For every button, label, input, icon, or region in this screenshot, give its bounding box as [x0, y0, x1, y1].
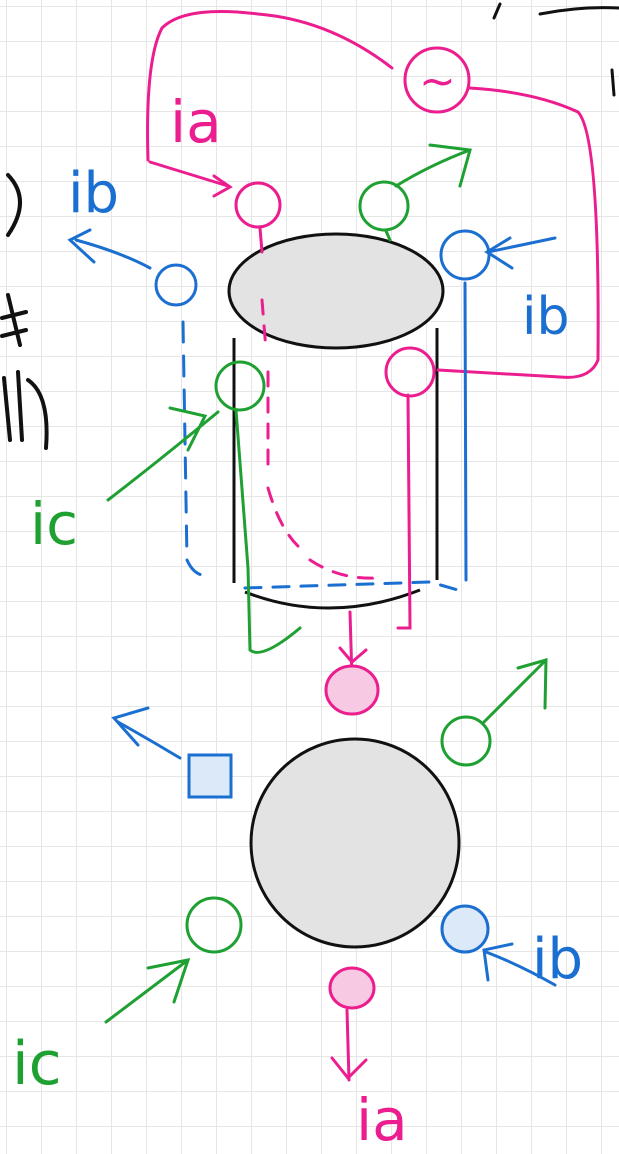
phase-a-bottom-dot	[324, 664, 380, 716]
phase-c-out-arrow	[394, 148, 472, 188]
rotor-circle	[249, 737, 461, 949]
phase-c-in-terminal	[185, 896, 243, 954]
phase-c-top-terminal	[358, 180, 410, 232]
label-ic-left-bottom: ic	[12, 1029, 62, 1099]
cylinder-top-face	[227, 232, 445, 350]
bottom-phase-a	[328, 966, 376, 1082]
phase-b-circle-arrow	[484, 950, 557, 987]
bottom-phase-b	[111, 706, 557, 987]
phase-a-input-wire	[148, 160, 230, 188]
phase-b-left-arrow	[74, 238, 152, 270]
phase-c-out-arrow-bottom	[482, 658, 548, 724]
label-ic-left-mid: ic	[30, 490, 78, 558]
label-ib-right-bottom: ib	[532, 927, 583, 992]
phase-c-winding	[106, 143, 472, 654]
cylinder-bottom-arc	[244, 588, 421, 610]
cropped-marks-left	[0, 173, 49, 450]
label-ia-bottom: ia	[356, 1086, 408, 1154]
phase-c-in-arrow	[106, 410, 220, 502]
phase-a-hidden-path	[260, 298, 380, 580]
phase-b-square-arrow	[116, 720, 182, 760]
label-ib-right-top: ib	[522, 287, 569, 347]
phase-a-arrowhead	[212, 174, 233, 198]
phase-a-return-wire	[436, 86, 600, 379]
phase-b-left-terminal	[154, 263, 198, 307]
label-ia-top: ia	[170, 88, 222, 156]
phase-b-circle-terminal	[440, 904, 490, 954]
phase-b-right-arrow	[486, 236, 557, 254]
source-circle	[403, 46, 471, 114]
phase-a-out-terminal	[328, 966, 376, 1010]
phase-a-top-out-terminal	[384, 346, 436, 398]
phase-a-top-in-terminal	[234, 181, 282, 229]
phase-b-bottom-dashed	[243, 580, 460, 592]
phase-a-winding	[146, 9, 600, 716]
phase-b-winding	[67, 228, 557, 592]
phase-a-out-arrow	[345, 1008, 351, 1082]
phase-c-in-arrow-bottom	[104, 958, 190, 1024]
phase-c-out-terminal	[440, 715, 492, 767]
label-ib-left-top: ib	[68, 161, 119, 226]
bottom-phase-c	[104, 657, 548, 1024]
label-source-symbol: ~	[419, 56, 456, 107]
cropped-marks-top-right	[492, 2, 619, 97]
phase-a-source-loop	[146, 9, 394, 162]
three-phase-cylinder	[227, 232, 445, 610]
phase-b-square-terminal	[187, 753, 233, 799]
phase-c-left-terminal	[214, 360, 266, 412]
phase-b-right-terminal	[439, 229, 491, 281]
